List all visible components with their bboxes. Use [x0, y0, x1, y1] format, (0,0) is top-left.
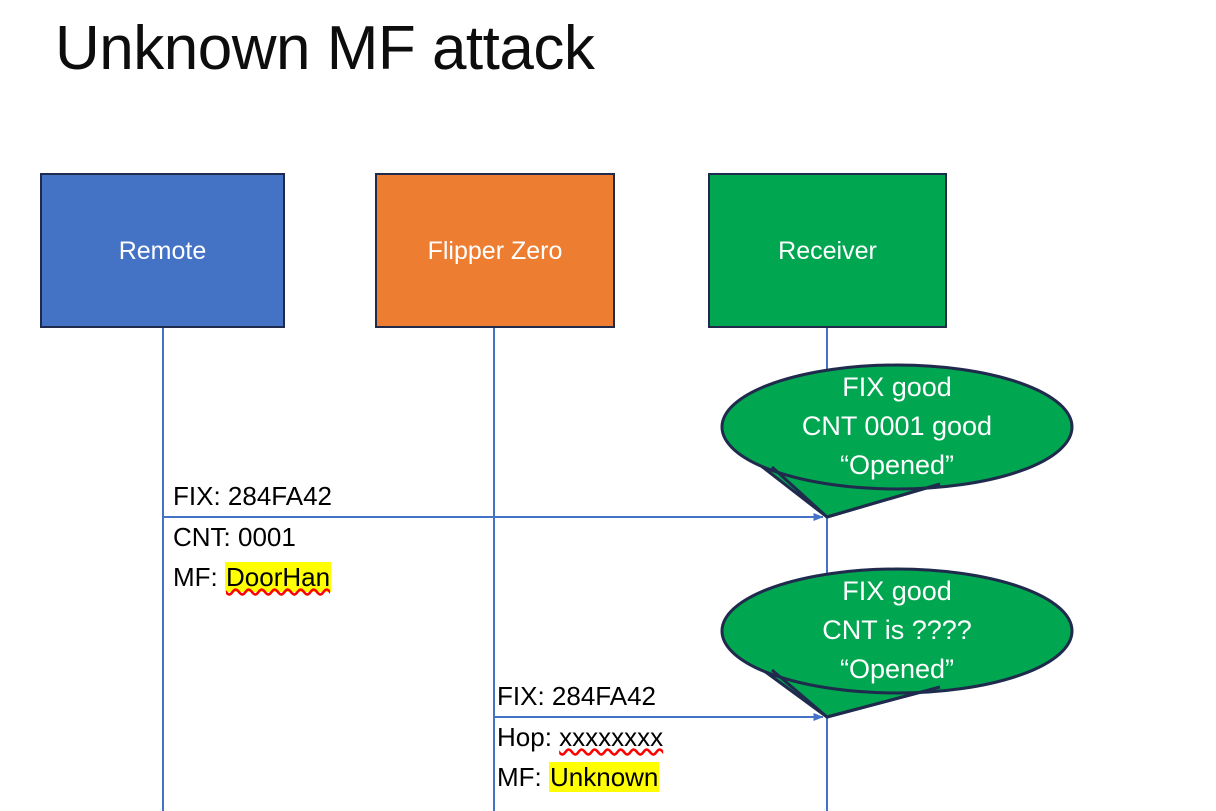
actor-label-remote: Remote [118, 236, 207, 265]
message-2-line-2-prefix: Hop: [497, 722, 560, 752]
message-2-line-2-value: xxxxxxxx [559, 722, 664, 752]
actor-box-flipper-zero[interactable]: Flipper Zero [375, 173, 615, 328]
message-2-line-1-prefix: FIX: [497, 681, 552, 711]
message-label-remote-to-receiver: FIX: 284FA42 [173, 476, 332, 516]
message-2-line-3-prefix: MF: [497, 762, 549, 792]
message-2-line-1: FIX: 284FA42 [497, 676, 656, 716]
message-1-line-3-value: DoorHan [225, 562, 332, 592]
actor-label-receiver: Receiver [778, 236, 877, 265]
message-detail-flipper-to-receiver: Hop: xxxxxxxx MF: Unknown [497, 717, 663, 797]
callout-first-tail-seam [770, 465, 941, 519]
message-2-line-2: Hop: xxxxxxxx [497, 717, 663, 757]
callout-second [720, 567, 1074, 719]
callout-first [720, 363, 1074, 519]
message-1-line-2-prefix: CNT: [173, 522, 238, 552]
message-2-line-3-value: Unknown [549, 762, 660, 792]
message-detail-remote-to-receiver: CNT: 0001 MF: DoorHan [173, 517, 332, 597]
actor-box-receiver[interactable]: Receiver [708, 173, 947, 328]
message-label-flipper-to-receiver: FIX: 284FA42 [497, 676, 656, 716]
callout-second-body [720, 567, 1074, 695]
message-1-line-3: MF: DoorHan [173, 557, 332, 597]
message-1-line-3-prefix: MF: [173, 562, 225, 592]
message-1-line-2: CNT: 0001 [173, 517, 331, 557]
actor-box-remote[interactable]: Remote [40, 173, 285, 328]
callout-second-tail-seam [771, 668, 941, 719]
message-1-line-1-value: 284FA42 [227, 481, 332, 511]
message-1-line-2-value: 0001 [238, 522, 296, 552]
actor-label-flipper-zero: Flipper Zero [427, 236, 563, 265]
message-1-line-1-prefix: FIX: [173, 481, 228, 511]
page-title: Unknown MF attack [55, 14, 595, 83]
message-2-line-3: MF: Unknown [497, 757, 663, 797]
callout-first-body [720, 363, 1074, 491]
message-2-line-1-value: 284FA42 [551, 681, 656, 711]
message-1-line-1: FIX: 284FA42 [173, 476, 332, 516]
